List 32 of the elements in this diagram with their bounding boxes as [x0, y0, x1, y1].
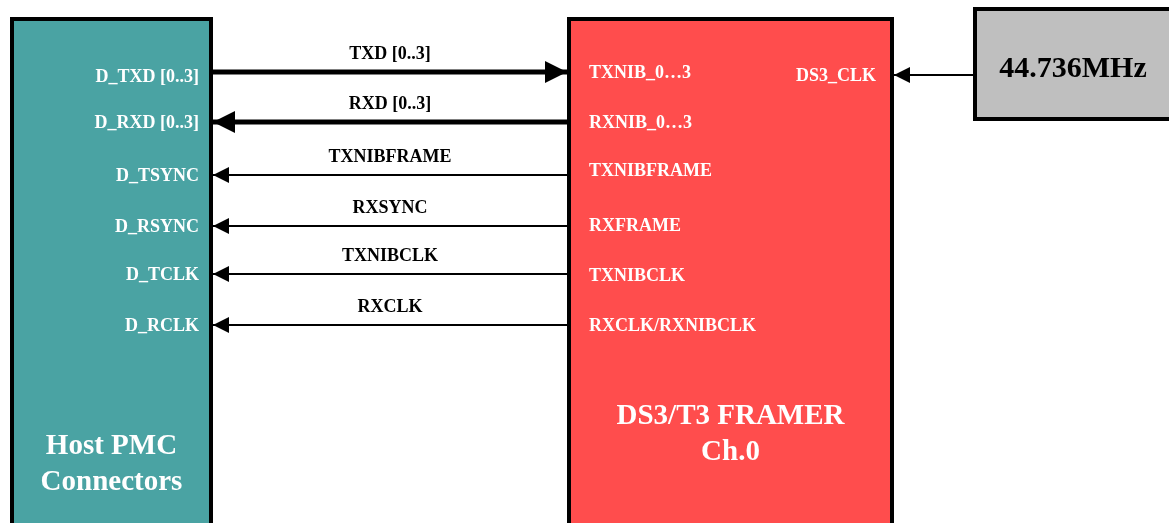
pin-label: D_RXD [0..3]	[94, 111, 199, 133]
pin-label: RXNIB_0…3	[589, 111, 692, 133]
arrow	[212, 166, 568, 184]
pin-label: D_RCLK	[125, 314, 199, 336]
oscillator-box	[973, 7, 1169, 121]
edge-label: TXNIBFRAME	[328, 145, 452, 167]
arrow	[212, 316, 568, 334]
block-title: Host PMC Connectors	[39, 427, 184, 498]
block-box	[567, 17, 894, 523]
pin-label: D_TXD [0..3]	[95, 65, 199, 87]
edge-label: TXD [0..3]	[349, 42, 431, 64]
pin-label: RXCLK/RXNIBCLK	[589, 314, 757, 336]
arrow	[212, 217, 568, 235]
pin-label: D_TCLK	[126, 263, 199, 285]
arrow	[212, 265, 568, 283]
edge-label: RXCLK	[357, 295, 423, 317]
pin-label: D_RSYNC	[115, 215, 199, 237]
edge-label: RXSYNC	[352, 196, 428, 218]
pin-label: TXNIBFRAME	[589, 159, 712, 181]
pin-label: D_TSYNC	[116, 164, 199, 186]
block-box	[10, 17, 213, 523]
arrow	[213, 61, 567, 83]
pin-label: TXNIBCLK	[589, 264, 686, 286]
pin-label: TXNIB_0…3	[589, 61, 691, 83]
pin-label: RXFRAME	[589, 214, 681, 236]
edge-label: TXNIBCLK	[342, 244, 438, 266]
frequency-label: 44.736MHz	[998, 49, 1148, 85]
block-title: DS3/T3 FRAMER Ch.0	[615, 397, 846, 468]
pin-label: DS3_CLK	[796, 64, 876, 86]
arrow	[213, 111, 567, 133]
arrow	[893, 66, 974, 84]
edge-label: RXD [0..3]	[348, 92, 432, 114]
